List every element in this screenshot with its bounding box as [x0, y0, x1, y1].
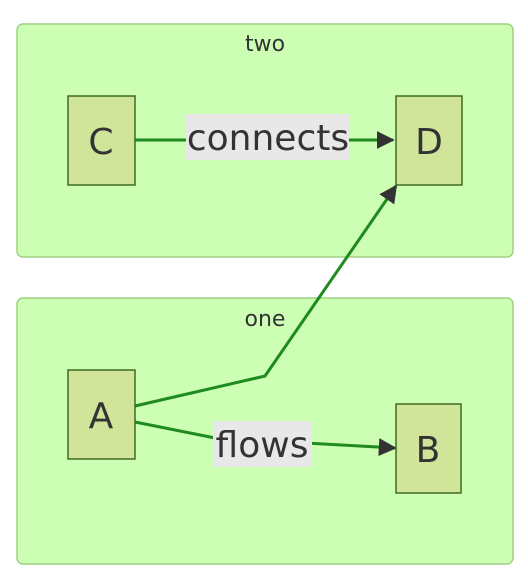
node-b[interactable]: B [395, 403, 462, 494]
node-d-box[interactable] [395, 95, 463, 186]
edge-a-to-d-line [134, 184, 398, 408]
edge-a-to-b-label: flows [216, 425, 309, 466]
node-c-label: C [88, 122, 113, 163]
node-a-box[interactable] [67, 369, 136, 460]
node-c-box[interactable] [67, 95, 136, 186]
node-b-label: B [416, 430, 441, 471]
edge-c-to-d: connects [135, 114, 395, 160]
node-d-label: D [415, 122, 443, 163]
cluster-two-label: two [245, 32, 285, 57]
node-a[interactable]: A [67, 369, 136, 460]
node-a-label: A [89, 396, 114, 437]
edge-c-to-d-label: connects [187, 118, 349, 159]
edge-a-to-b: flows [134, 420, 397, 467]
cluster-one-label: one [245, 307, 286, 332]
edge-c-to-d-label-bg [186, 114, 349, 160]
edge-a-to-d [134, 184, 398, 408]
edge-a-to-b-label-bg [213, 421, 312, 467]
node-d[interactable]: D [395, 95, 463, 186]
node-c[interactable]: C [67, 95, 136, 186]
node-b-box[interactable] [395, 403, 462, 494]
